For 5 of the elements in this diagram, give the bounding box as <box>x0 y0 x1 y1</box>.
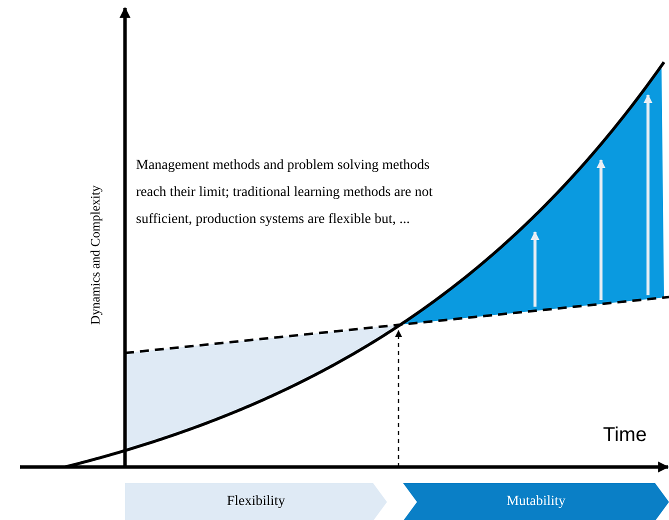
axis-label: Dynamics and Complexity <box>88 185 104 325</box>
annotation-text: Management methods and problem solving methods reach their limit; traditional learning methods are not sufficient, production systems are flexible but, ... <box>136 157 434 229</box>
phase-label: Flexibility <box>226 494 286 510</box>
axis-label: Time <box>603 424 647 447</box>
phase-label: Mutability <box>506 494 566 510</box>
